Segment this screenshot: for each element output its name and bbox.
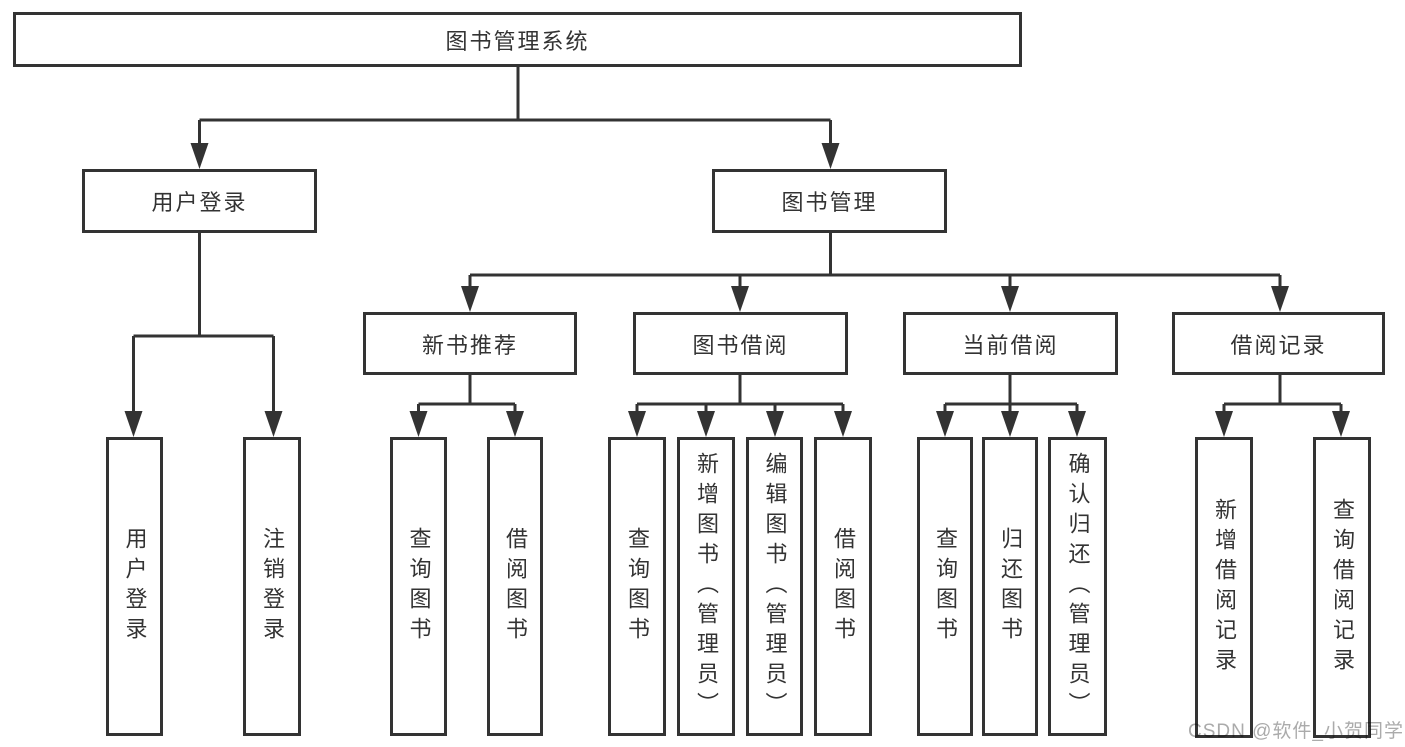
leaf-label: 归还图书 <box>998 526 1023 647</box>
node-label: 图书管理系统 <box>445 28 590 54</box>
leaf-label: 新增图书（管理员） <box>694 451 719 722</box>
node-label: 当前借阅 <box>962 332 1059 358</box>
leaf-query-books-recommend: 查询图书 <box>390 437 447 736</box>
leaf-label: 用户登录 <box>122 526 148 647</box>
leaf-user-login: 用户登录 <box>106 437 163 736</box>
leaf-label: 查询图书 <box>406 526 432 647</box>
leaf-query-borrow-record: 查询借阅记录 <box>1313 437 1371 738</box>
leaf-logout: 注销登录 <box>243 437 301 736</box>
leaf-label: 查询图书 <box>625 526 650 647</box>
leaf-return-books: 归还图书 <box>982 437 1038 736</box>
node-label: 图书借阅 <box>692 332 789 358</box>
leaf-label: 确认归还（管理员） <box>1065 451 1091 722</box>
leaf-label: 编辑图书（管理员） <box>762 451 788 722</box>
leaf-label: 注销登录 <box>260 526 285 647</box>
leaf-borrow-books-recommend: 借阅图书 <box>487 437 543 736</box>
leaf-borrow-books: 借阅图书 <box>814 437 872 736</box>
node-book-management: 图书管理 <box>712 169 947 233</box>
leaf-label: 查询图书 <box>933 526 958 647</box>
node-root-system: 图书管理系统 <box>13 12 1022 67</box>
node-current-borrowing: 当前借阅 <box>903 312 1118 375</box>
node-borrowing-records: 借阅记录 <box>1172 312 1385 375</box>
node-book-borrowing: 图书借阅 <box>633 312 848 375</box>
leaf-edit-books-admin: 编辑图书（管理员） <box>746 437 803 736</box>
leaf-label: 借阅图书 <box>831 526 856 647</box>
leaf-label: 查询借阅记录 <box>1330 497 1355 678</box>
leaf-label: 新增借阅记录 <box>1212 497 1237 678</box>
leaf-query-books-current: 查询图书 <box>917 437 973 736</box>
node-user-login: 用户登录 <box>82 169 317 233</box>
node-new-book-recommend: 新书推荐 <box>363 312 577 375</box>
leaf-label: 借阅图书 <box>503 526 528 647</box>
csdn-watermark: CSDN @软件_小贺同学 <box>1188 721 1404 742</box>
leaf-confirm-return-admin: 确认归还（管理员） <box>1048 437 1107 736</box>
leaf-add-books-admin: 新增图书（管理员） <box>677 437 735 736</box>
node-label: 借阅记录 <box>1230 332 1327 358</box>
leaf-add-borrow-record: 新增借阅记录 <box>1195 437 1253 738</box>
node-label: 用户登录 <box>151 190 248 215</box>
node-label: 图书管理 <box>781 190 878 215</box>
node-label: 新书推荐 <box>421 332 518 358</box>
leaf-query-books-borrow: 查询图书 <box>608 437 666 736</box>
